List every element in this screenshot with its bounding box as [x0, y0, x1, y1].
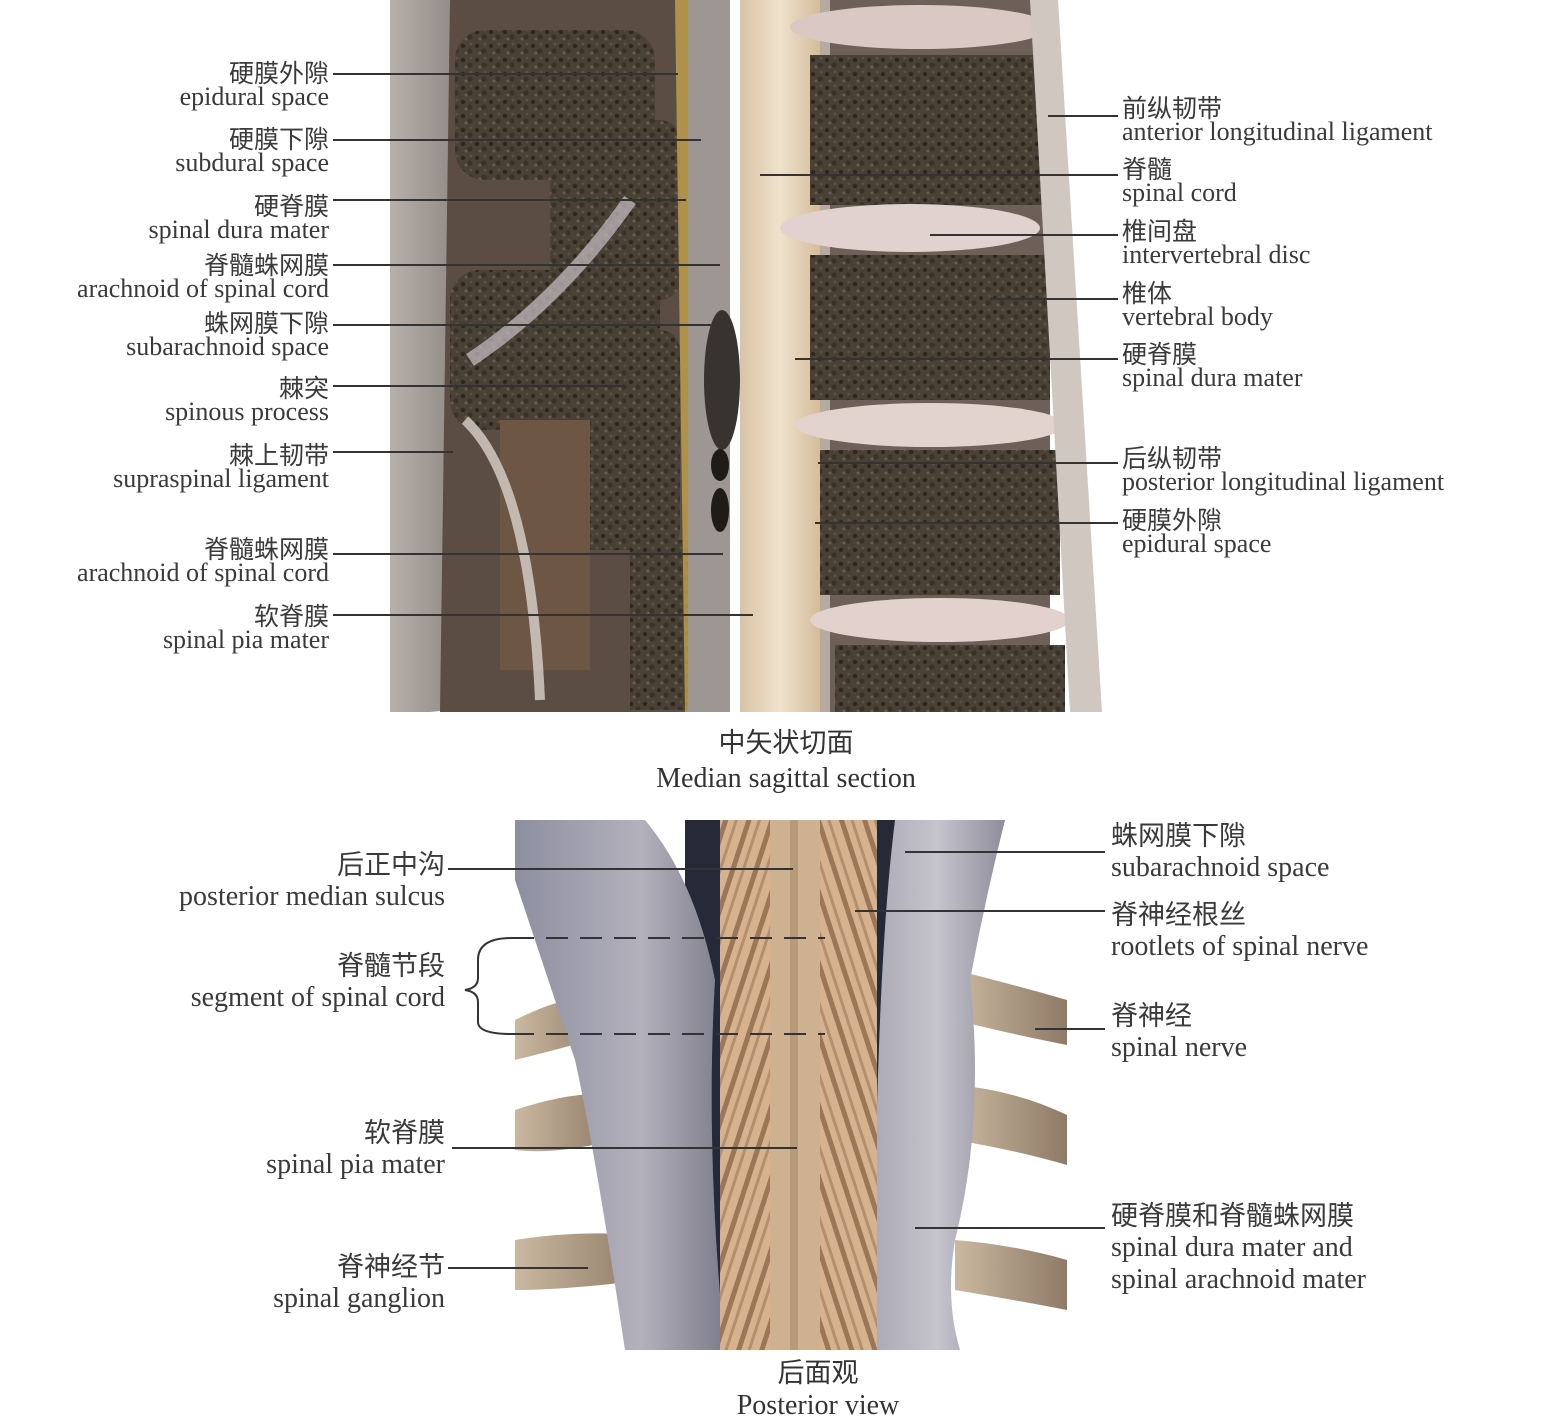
leader-line — [990, 298, 1118, 300]
leader-line — [448, 868, 793, 870]
label-dura-and-arachnoid-mater: 硬脊膜和脊髓蛛网膜 spinal dura mater and spinal a… — [1111, 1201, 1367, 1295]
leader-line — [333, 385, 626, 387]
segment-bracket — [464, 937, 825, 1035]
caption-posterior-view: 后面观 Posterior view — [736, 1358, 900, 1421]
caption-median-sagittal-section: 中矢状切面 Median sagittal section — [656, 728, 916, 795]
leader-line — [333, 139, 701, 141]
leader-line — [855, 910, 1105, 912]
leader-line — [795, 358, 1118, 360]
leader-line — [1048, 115, 1118, 117]
median-sagittal-section-photo — [390, 0, 1102, 712]
leader-line — [333, 451, 453, 453]
leader-line — [452, 1147, 797, 1149]
leader-line — [1035, 1028, 1105, 1030]
leader-line — [333, 324, 723, 326]
leader-line — [333, 614, 753, 616]
leader-line — [815, 522, 1118, 524]
posterior-view-photo — [515, 820, 1067, 1350]
leader-line — [333, 553, 723, 555]
leader-line — [930, 234, 1118, 236]
leader-line — [333, 199, 686, 201]
leader-line — [448, 1267, 588, 1269]
leader-line — [760, 174, 1118, 176]
leader-line — [818, 462, 1118, 464]
leader-line — [333, 264, 720, 266]
leader-line — [333, 73, 678, 75]
leader-line — [905, 851, 1105, 853]
leader-line — [915, 1227, 1105, 1229]
